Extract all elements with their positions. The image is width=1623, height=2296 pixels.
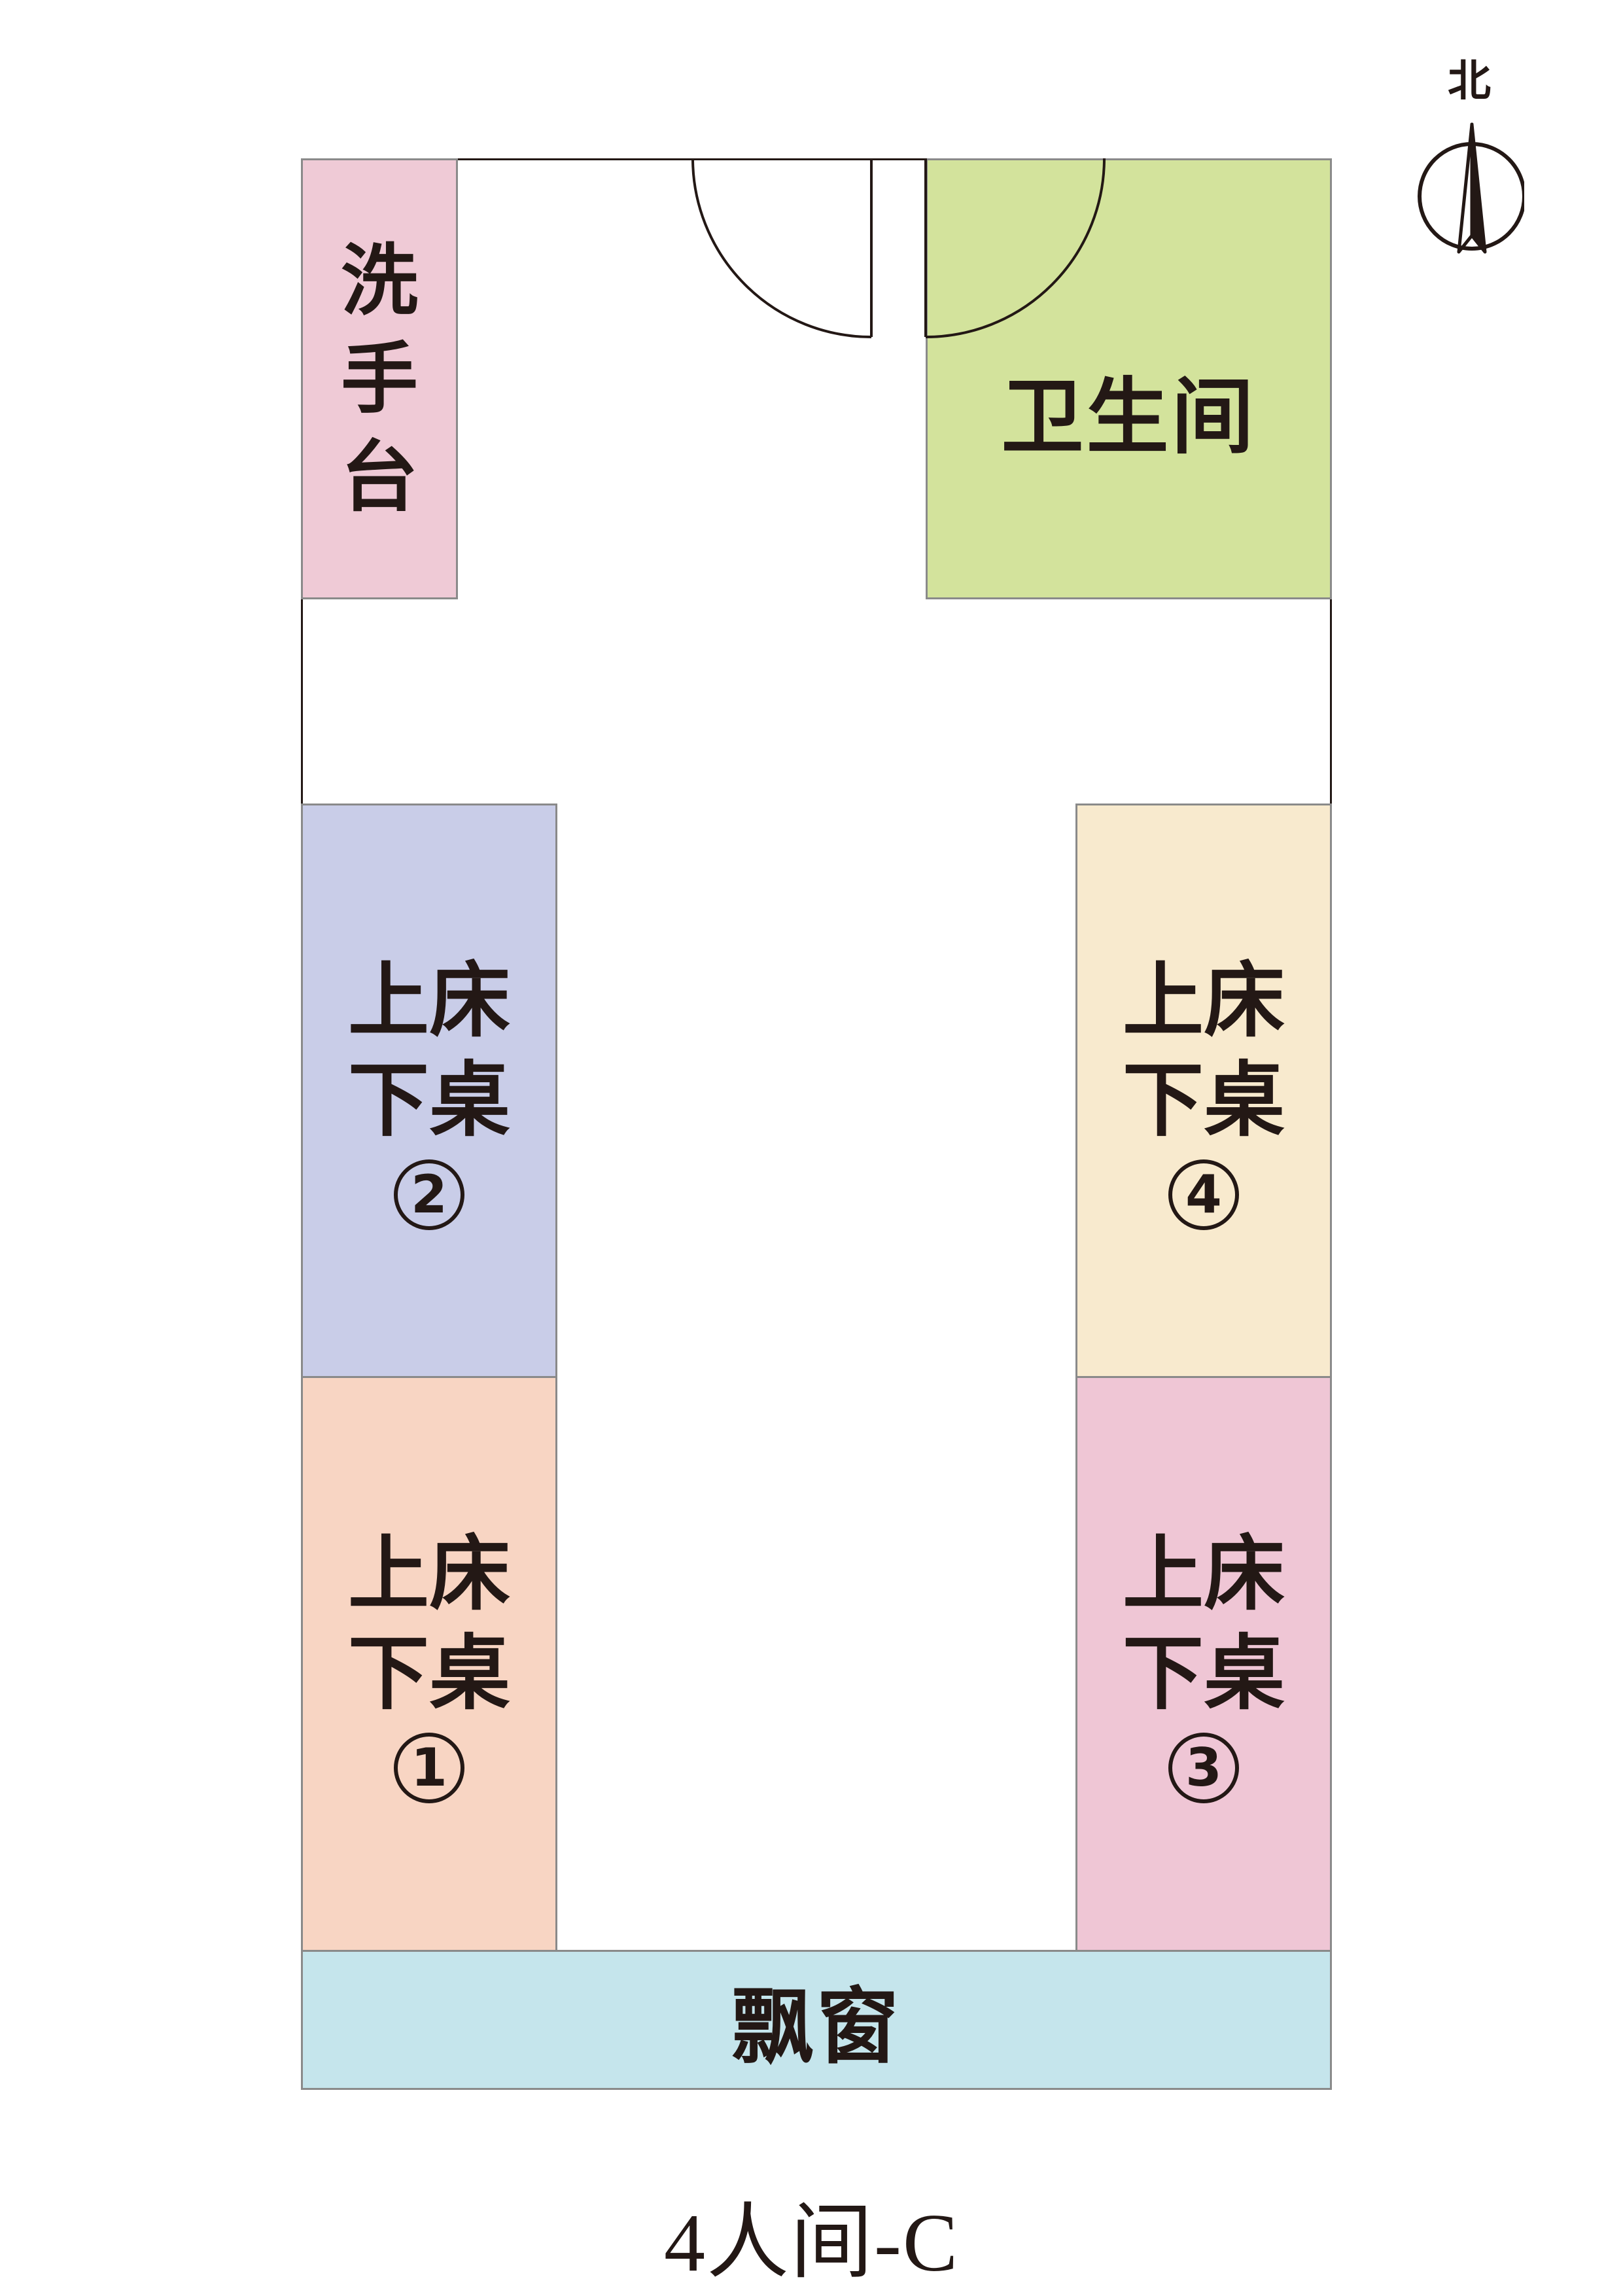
bed-label-line2: 下桌 (1122, 1627, 1285, 1721)
bay-window-area: 飘窗 (301, 1950, 1332, 2090)
bed-label-line1: 上床 (347, 954, 510, 1048)
washbasin-label: 洗 手 台 (341, 232, 418, 526)
bed-number-badge: 4 (1168, 1159, 1239, 1230)
bed-label-line2: 下桌 (347, 1053, 510, 1148)
bed-label-line1: 上床 (1122, 954, 1285, 1048)
compass-north-label: 北 (1448, 56, 1491, 106)
right-door-icon (924, 158, 1106, 338)
bathroom-label: 卫生间 (1001, 369, 1257, 465)
washbasin-label-char: 洗 (340, 236, 418, 326)
bed-label-line2: 下桌 (1122, 1053, 1285, 1148)
bed-desk-3: 上床 下桌 3 (1075, 1376, 1332, 1952)
bed-desk-2: 上床 下桌 2 (301, 804, 557, 1378)
bay-window-label: 飘窗 (731, 1979, 901, 2075)
bed-label-line2: 下桌 (347, 1627, 510, 1721)
bed-number-badge: 3 (1168, 1733, 1239, 1803)
north-arrow-icon (1418, 122, 1524, 254)
left-door-icon (691, 158, 873, 338)
floor-plan-caption: 4人间-C (664, 2198, 959, 2289)
washbasin-label-char: 手 (340, 334, 418, 424)
bathroom-area: 卫生间 (926, 158, 1332, 599)
bed-label-line1: 上床 (1122, 1527, 1285, 1621)
bed-desk-1: 上床 下桌 1 (301, 1376, 557, 1952)
bed-number-badge: 2 (393, 1159, 464, 1230)
bed-label-line1: 上床 (347, 1527, 510, 1621)
washbasin-area: 洗 手 台 (301, 158, 458, 599)
washbasin-label-char: 台 (340, 432, 418, 522)
bed-number-badge: 1 (393, 1733, 464, 1803)
bed-desk-4: 上床 下桌 4 (1075, 804, 1332, 1378)
